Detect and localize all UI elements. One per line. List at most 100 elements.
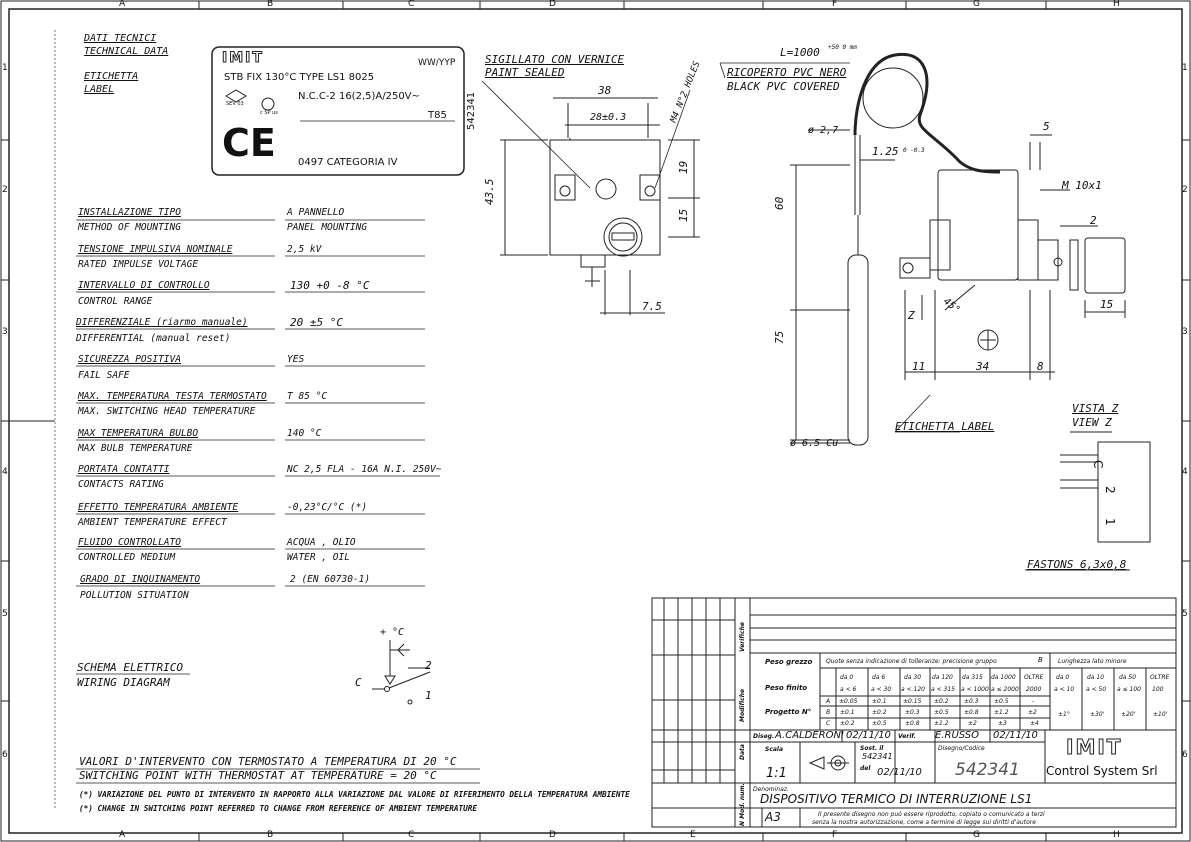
label-brand-logo: IMIT	[222, 50, 264, 67]
wiring-terminal-1: 1	[425, 689, 432, 702]
col-h-top: H	[1113, 0, 1120, 9]
tb-group-b: B	[1038, 656, 1043, 664]
tb-ang-bot-2: a ≤ 100	[1117, 686, 1141, 693]
spec-7-value: NC 2,5 FLA - 16A N.I. 250V~	[287, 464, 442, 475]
spec-0-value: A PANNELLO	[287, 207, 345, 218]
tb-range-bot-6: 2000	[1026, 686, 1042, 693]
side-dim-8: 8	[1037, 360, 1044, 373]
label-model: STB FIX 130°C TYPE LS1 8025	[224, 72, 375, 83]
label-sev-mark: SEV 03	[226, 101, 244, 107]
spec-3-it: DIFFERENZIALE (riarmo manuale)	[76, 317, 248, 328]
tb-range-bot-5: a ≤ 2000	[991, 686, 1019, 693]
side-pvc-en: BLACK PVC COVERED	[727, 80, 840, 93]
tb-side-verifiche: Verifiche	[739, 622, 746, 652]
view-z-title-it: VISTA Z	[1072, 402, 1119, 415]
tb-side-modifiche: Modifiche	[739, 688, 746, 722]
tb-denominazione: DISPOSITIVO TERMICO DI INTERRUZIONE LS1	[760, 792, 1033, 806]
tb-row-b-2: ±0.2	[872, 709, 887, 716]
tb-row-b-5: ±0.8	[964, 709, 979, 716]
spec-10-it: GRADO DI INQUINAMENTO	[80, 574, 201, 585]
scale-symbol-icon	[808, 755, 849, 771]
tb-diseg-date: 02/11/10	[846, 730, 891, 741]
spec-6-value: 140 °C	[287, 428, 322, 439]
tb-row-b-1: ±0.1	[840, 709, 855, 716]
view-z-drawing	[1025, 431, 1151, 571]
col-d-bottom: D	[549, 830, 556, 840]
col-a-bottom: A	[119, 830, 126, 840]
tb-range-top-1: da 6	[872, 674, 886, 681]
tb-ang-top-0: da 0	[1056, 674, 1070, 681]
wiring-temp-label: + °C	[380, 627, 405, 638]
side-view-drawing	[790, 52, 1126, 446]
spec-1-value: 2,5 kV	[287, 244, 322, 255]
tb-range-top-3: da 120	[932, 674, 953, 681]
wiring-heading-en: WIRING DIAGRAM	[77, 676, 170, 689]
label-part-number: 542341	[466, 91, 477, 130]
title-block-grid	[651, 597, 1177, 828]
spec-5-en: MAX. SWITCHING HEAD TEMPERATURE	[78, 406, 256, 417]
tb-side-nmod: N Mod. num.	[739, 783, 746, 826]
tb-row-c-0: C	[826, 720, 831, 727]
label-csa-mark: c SP us	[260, 110, 278, 116]
tb-ang-top-3: OLTRE	[1150, 674, 1170, 681]
tb-row-c-3: ±0.8	[905, 720, 920, 727]
view-z-2: 2	[1103, 486, 1117, 494]
side-dim-75: 75	[773, 330, 786, 344]
tb-ang-val-3: ±10'	[1153, 711, 1168, 718]
spec-10-en: POLLUTION SITUATION	[80, 590, 189, 601]
tb-company: Control System Srl	[1046, 764, 1158, 778]
tb-row-a-3: ±0.15	[903, 698, 922, 705]
side-dim-5: 5	[1043, 120, 1050, 133]
view-z-title-en: VIEW Z	[1072, 416, 1112, 429]
col-b-bottom: B	[267, 830, 274, 840]
tb-disegnatore: A.CALDERONI	[775, 730, 844, 741]
spec-2-en: CONTROL RANGE	[78, 296, 153, 307]
tb-denom-label: Denominaz.	[753, 786, 789, 793]
tb-ang-val-0: ±1°	[1058, 711, 1070, 718]
row-2-right: 2	[1182, 185, 1188, 195]
row-5-right: 5	[1182, 609, 1188, 619]
side-dim-z: Z	[908, 309, 915, 322]
tb-range-bot-4: a < 1000	[961, 686, 989, 693]
tb-range-top-6: OLTRE	[1024, 674, 1044, 681]
col-b-top: B	[267, 0, 274, 9]
side-pvc-it: RICOPERTO PVC NERO	[727, 66, 847, 79]
label-code-suffix: WW/YYP	[418, 58, 456, 68]
tb-row-c-6: ±3	[998, 720, 1007, 727]
spec-4-it: SICUREZZA POSITIVA	[78, 354, 181, 365]
tb-row-b-6: ±1.2	[994, 709, 1009, 716]
col-c-bottom: C	[408, 830, 415, 840]
front-dim-15: 15	[677, 208, 690, 222]
tb-ang-bot-3: 100	[1152, 686, 1164, 693]
spec-9-value2: WATER , OIL	[287, 552, 350, 563]
tb-row-b-4: ±0.5	[934, 709, 949, 716]
tb-verif-date: 02/11/10	[993, 730, 1038, 741]
heading-etichetta: ETICHETTA	[84, 71, 139, 82]
spec-1-en: RATED IMPULSE VOLTAGE	[78, 259, 199, 270]
tb-disegnatore-label: Diseg.	[753, 733, 775, 740]
spec-1-it: TENSIONE IMPULSIVA NOMINALE	[78, 244, 233, 255]
side-dim-11: 11	[912, 360, 926, 373]
tb-ang-val-1: ±30'	[1090, 711, 1105, 718]
col-g-top: G	[973, 0, 980, 9]
row-6-left: 6	[2, 750, 8, 760]
spec-8-it: EFFETTO TEMPERATURA AMBIENTE	[78, 502, 239, 513]
row-4-left: 4	[2, 467, 8, 477]
tb-row-c-1: ±0.2	[840, 720, 855, 727]
tb-range-bot-2: a < 120	[901, 686, 925, 693]
spec-9-value: ACQUA , OLIO	[287, 537, 356, 548]
label-contacts: N.C.C-2 16(2,5)A/250V~	[298, 91, 420, 102]
tb-row-a-2: ±0.1	[872, 698, 887, 705]
spec-0-en: METHOD OF MOUNTING	[78, 222, 181, 233]
col-c-top: C	[408, 0, 415, 9]
tb-disegno: 542341	[955, 760, 1020, 780]
side-dim-2-7: ø 2,7	[808, 125, 839, 136]
tb-format: A3	[765, 810, 781, 824]
side-thread: M 10x1	[1062, 179, 1102, 192]
front-dim-38: 38	[598, 84, 612, 97]
side-etichetta-label: ETICHETTA LABEL	[895, 420, 995, 433]
tb-range-top-2: da 30	[904, 674, 922, 681]
side-bulb: ø 6.5 Cu	[790, 438, 839, 449]
col-f-top: F	[832, 0, 838, 9]
